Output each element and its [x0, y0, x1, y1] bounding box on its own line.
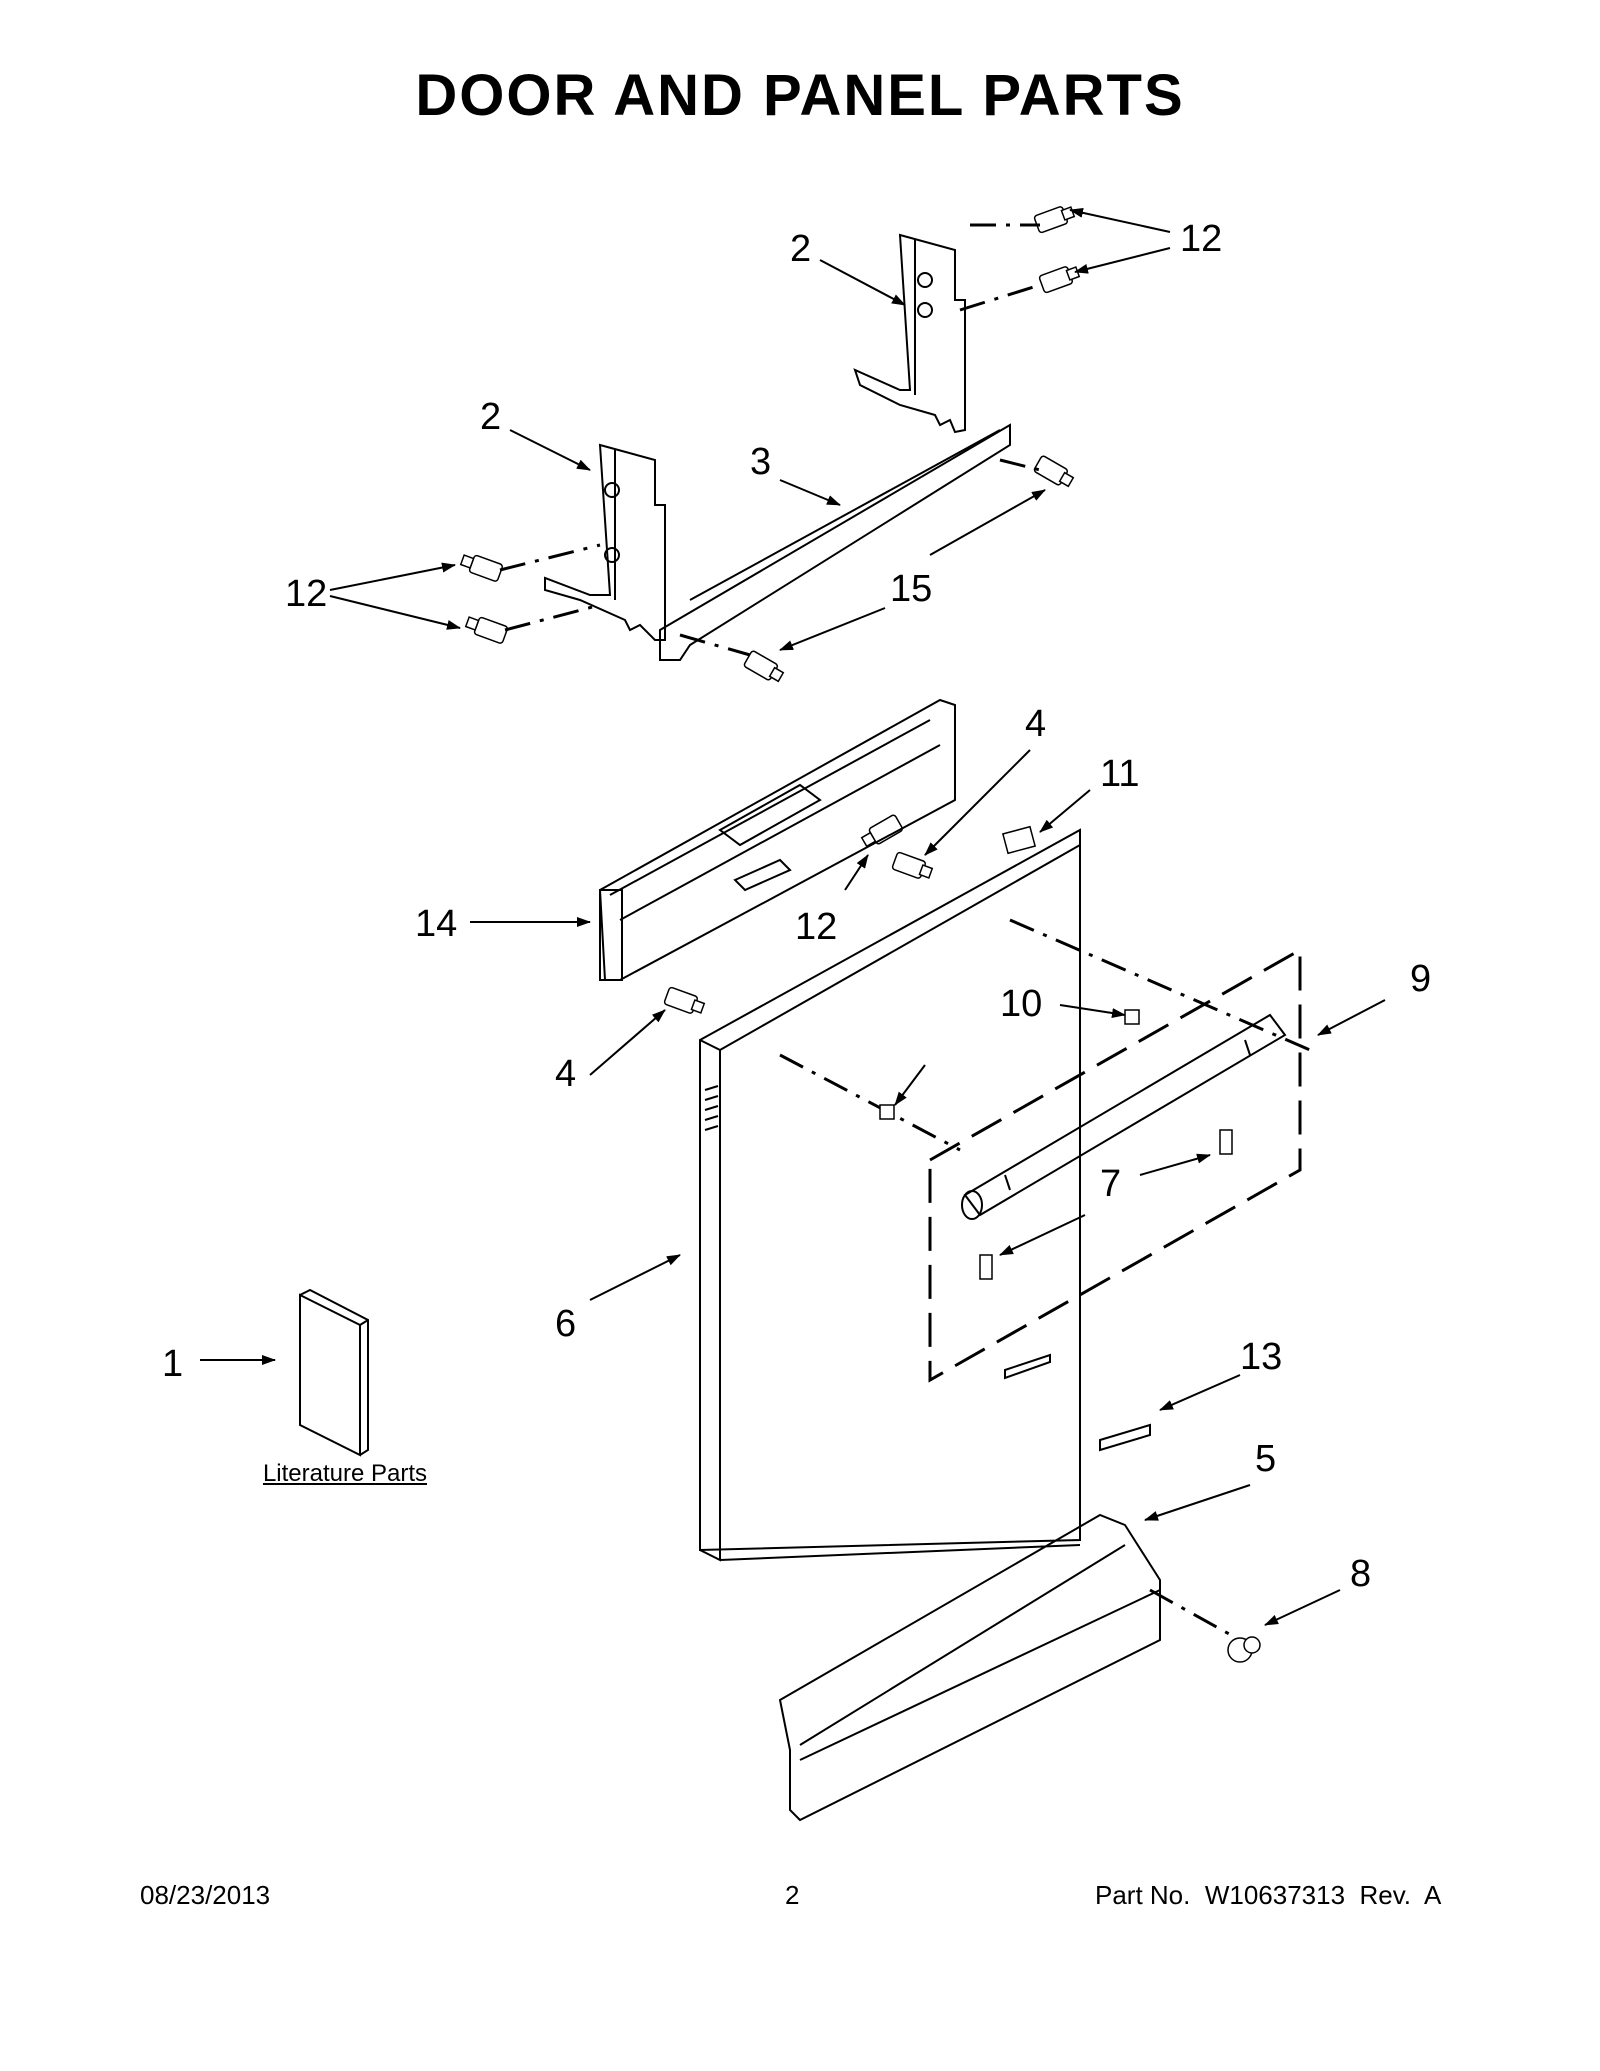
callout-4-upper: 4 — [1025, 703, 1047, 745]
literature-parts-label: Literature Parts — [262, 1460, 428, 1487]
alignment-lines — [499, 223, 1311, 1642]
callout-arrows — [200, 207, 1386, 1626]
callout-12-left: 12 — [285, 573, 328, 615]
slot-plate — [1004, 1353, 1151, 1452]
hinge-bracket-upper — [853, 233, 966, 434]
callout-1: 1 — [162, 1343, 184, 1385]
literature-booklet — [299, 1288, 369, 1457]
handle-dashed-outline — [928, 947, 1302, 1383]
callout-4-lower: 4 — [555, 1053, 577, 1095]
callout-11: 11 — [1100, 753, 1140, 795]
callout-15: 15 — [890, 568, 933, 610]
callout-3: 3 — [750, 441, 772, 483]
thumb-screw — [1227, 1636, 1261, 1663]
set-screws — [879, 1009, 1233, 1280]
door-handle — [961, 1013, 1287, 1220]
footer-page-number: 2 — [785, 1880, 800, 1910]
mounting-channel — [659, 423, 1011, 661]
callout-9: 9 — [1410, 958, 1432, 1000]
toe-kick-panel — [778, 1513, 1161, 1822]
footer-part-number: Part No. W10637313 Rev. A — [1095, 1880, 1442, 1910]
door-clip — [1001, 825, 1037, 855]
callout-8: 8 — [1350, 1553, 1372, 1595]
callout-7: 7 — [1100, 1163, 1122, 1205]
hinge-bracket-lower — [544, 443, 666, 641]
screw-group — [459, 206, 1081, 1014]
callout-6: 6 — [555, 1303, 577, 1345]
callout-5: 5 — [1255, 1438, 1277, 1480]
door-panel — [699, 828, 1081, 1562]
callout-12-middle: 12 — [795, 906, 838, 948]
callout-13: 13 — [1240, 1336, 1283, 1378]
callout-12-top-right: 12 — [1180, 218, 1223, 260]
callout-2-lower: 2 — [480, 396, 502, 438]
page-title: DOOR AND PANEL PARTS — [415, 63, 1185, 128]
callout-10: 10 — [1000, 983, 1043, 1025]
callout-2-upper: 2 — [790, 228, 812, 270]
control-console — [598, 698, 956, 981]
footer-date: 08/23/2013 — [140, 1880, 271, 1910]
callout-14: 14 — [415, 903, 458, 945]
